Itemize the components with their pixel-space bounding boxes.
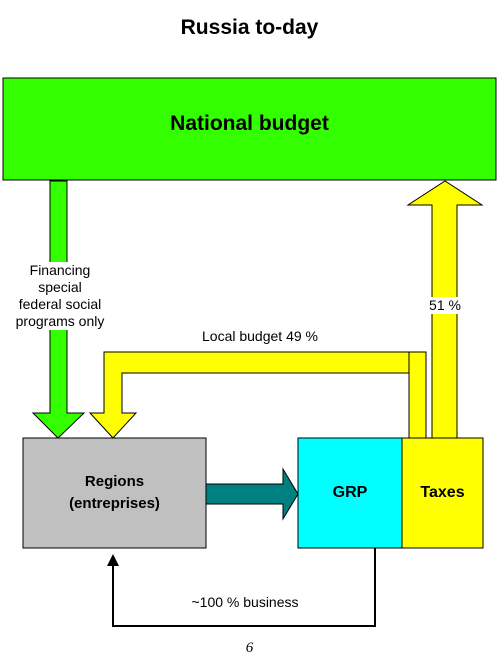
business-label: ~100 % business <box>191 594 299 610</box>
local-budget-label: Local budget 49 % <box>202 328 318 344</box>
regions-box <box>22 437 207 549</box>
tax-share-label: 51 % <box>418 297 472 314</box>
business-return-arrow <box>107 548 376 627</box>
diagram-title: Russia to-day <box>180 16 319 39</box>
page-number: 6 <box>245 640 254 656</box>
regions-to-grp-arrow <box>205 467 299 521</box>
financing-label: Financing special federal social program… <box>8 262 112 330</box>
national-budget-box <box>2 77 497 181</box>
grp-box <box>297 437 403 549</box>
local-budget-arrow <box>88 351 427 439</box>
taxes-box <box>401 437 484 549</box>
